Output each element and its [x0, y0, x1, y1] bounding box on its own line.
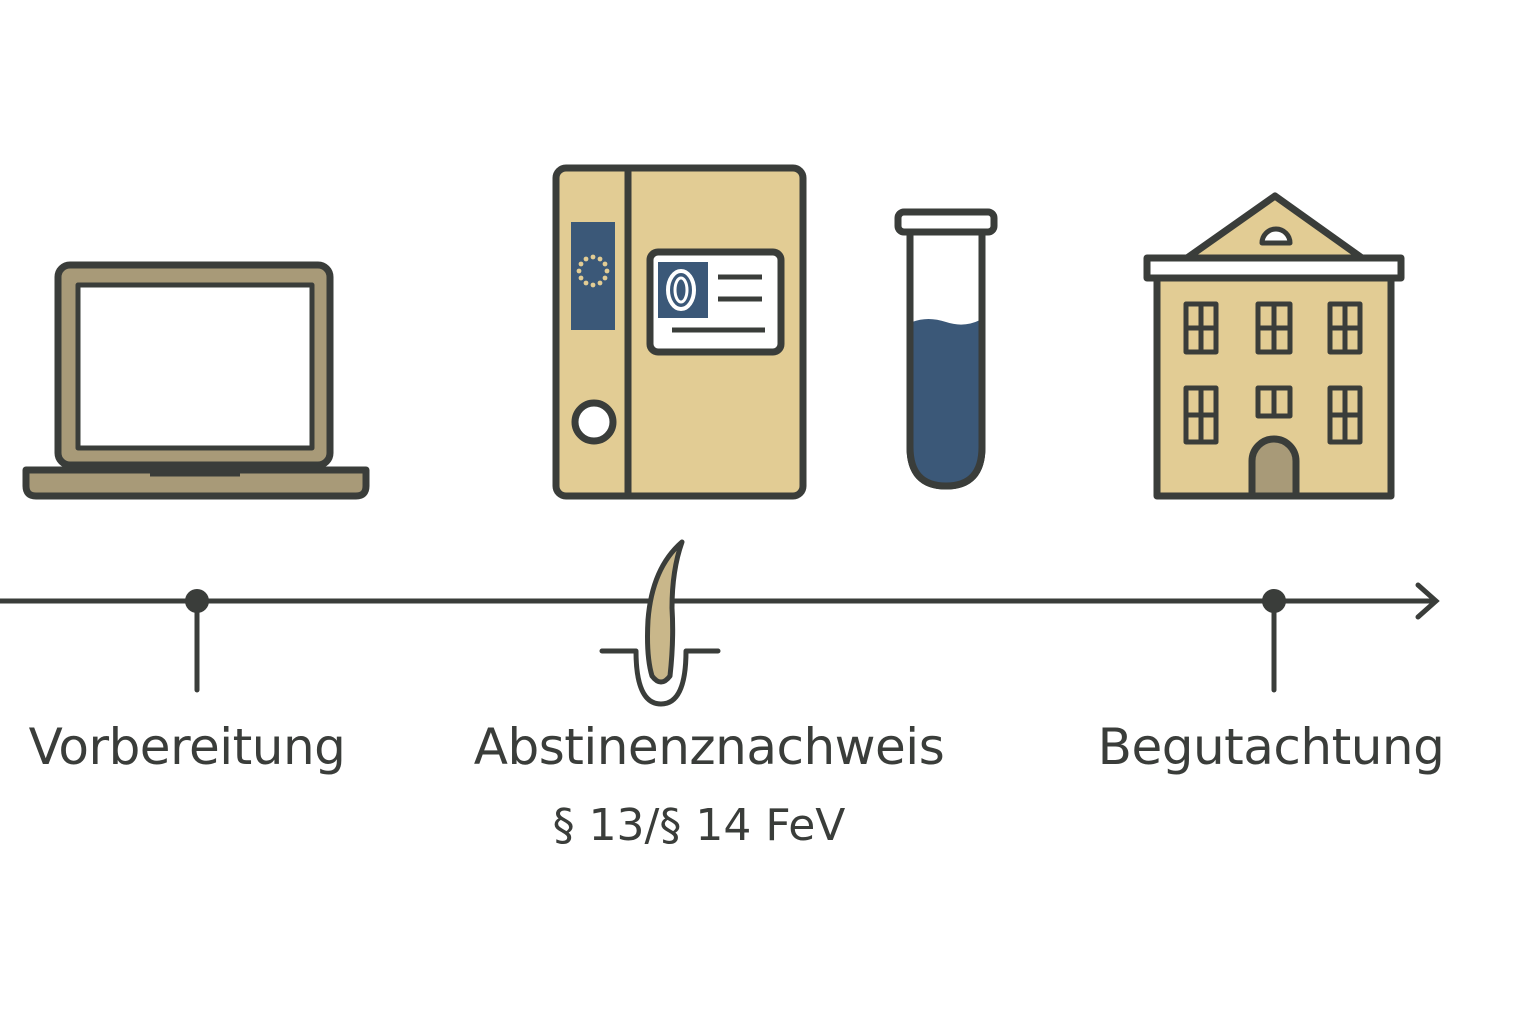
arrow-head-icon: [1415, 582, 1440, 620]
building-icon: [1143, 192, 1405, 500]
step-label-begutachtung: Begutachtung: [1097, 718, 1445, 776]
laptop-icon: [22, 261, 370, 500]
step-sublabel-fev: § 13/§ 14 FeV: [552, 800, 846, 851]
step-label-abstinenznachweis: Abstinenznachweis: [473, 718, 945, 776]
step-label-vorbereitung: Vorbereitung: [28, 718, 346, 776]
eu-stars-icon: [576, 254, 610, 288]
timeline-marker-3: [1262, 589, 1286, 693]
test-tube-icon: [894, 208, 998, 490]
document-folder-icon: [552, 164, 807, 500]
id-card: [646, 248, 785, 356]
hair-follicle-icon: [599, 539, 721, 707]
timeline-axis: [0, 582, 1440, 620]
timeline-marker-1: [185, 589, 209, 693]
building-windows: [1183, 301, 1363, 445]
